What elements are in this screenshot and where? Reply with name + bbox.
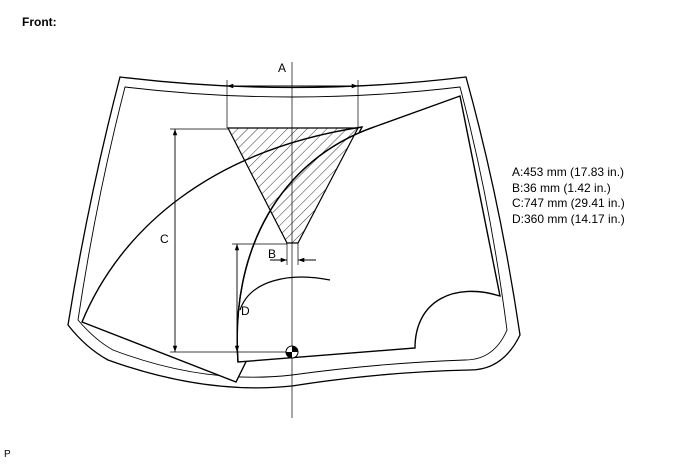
dimension-c-label: C xyxy=(160,232,169,246)
cutout-arc xyxy=(239,276,331,311)
dimension-a-label: A xyxy=(278,61,286,75)
legend-item-b: B:36 mm (1.42 in.) xyxy=(512,180,611,195)
legend-item-d: D:360 mm (14.17 in.) xyxy=(512,211,625,226)
windshield-outer-edge xyxy=(67,76,521,389)
windshield-inner-edge xyxy=(77,86,508,378)
dimension-d-label: D xyxy=(241,304,250,318)
legend-item-a: A:453 mm (17.83 in.) xyxy=(512,165,625,179)
corner-mark: P xyxy=(4,449,11,460)
dimension-legend: A:453 mm (17.83 in.) B:36 mm (1.42 in.) … xyxy=(512,165,625,227)
dimension-b-label: B xyxy=(268,247,276,261)
reference-point-icon xyxy=(285,345,299,359)
legend-item-c: C:747 mm (29.41 in.) xyxy=(512,196,625,210)
diagram-heading: Front: xyxy=(22,15,57,29)
